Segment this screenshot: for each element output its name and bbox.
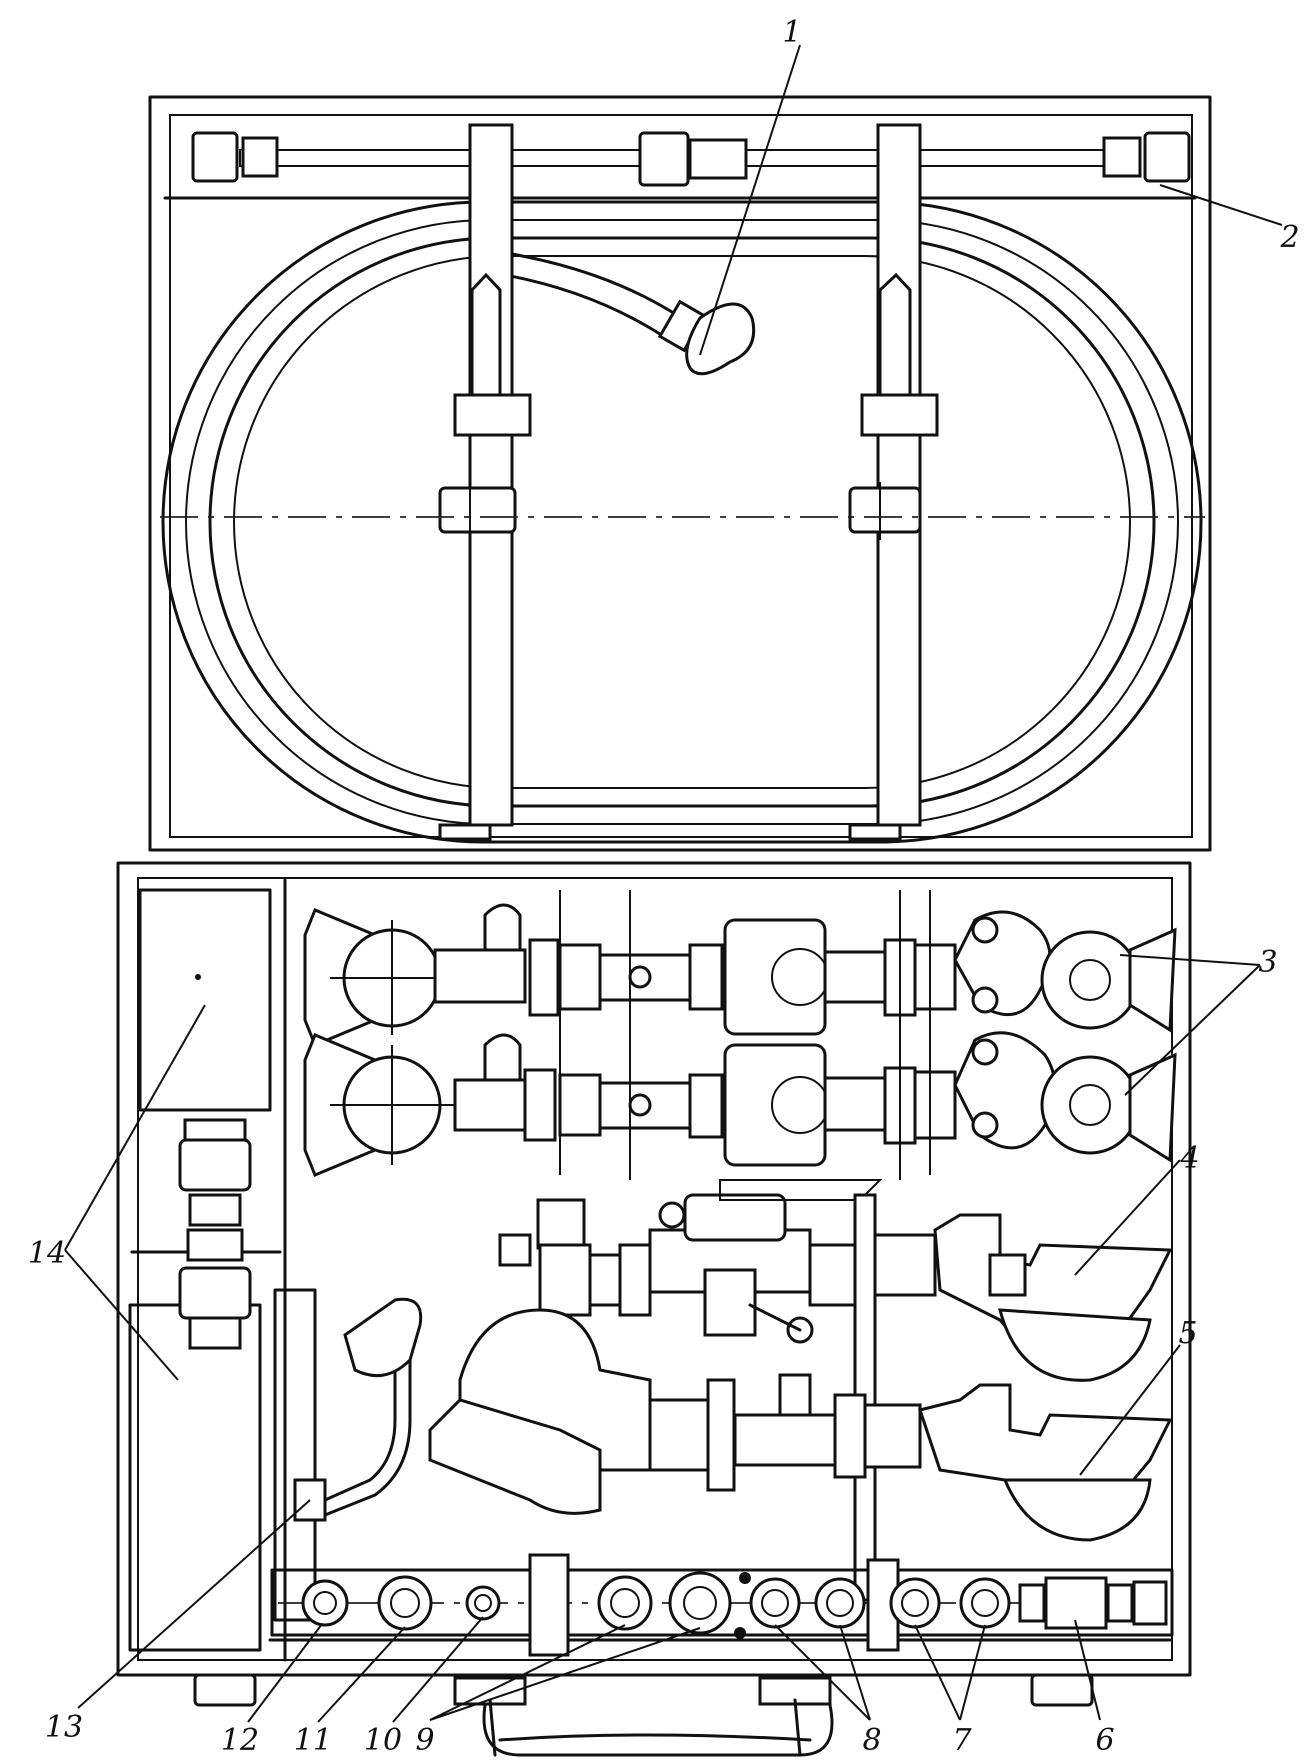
top-rod [191,131,1191,187]
valve-assembly-5 [428,1308,1173,1542]
leader-13 [77,1499,311,1709]
leader-14b [64,1249,179,1381]
callout-6: 6 [1095,1723,1114,1758]
callout-13: 13 [45,1710,83,1745]
leader-9b [429,1627,701,1721]
leader-11 [317,1626,406,1723]
coiled-hose [161,200,1203,844]
leader-3b [1124,964,1261,1096]
leader-6 [1074,1619,1101,1721]
leader-12 [247,1623,323,1723]
callout-7: 7 [952,1723,972,1758]
leader-8b [839,1624,871,1721]
carry-handle [453,1676,834,1757]
leader-lines [64,44,1283,1723]
case-lid [148,95,1212,852]
callout-12: 12 [221,1723,259,1758]
callout-2: 2 [1279,220,1299,255]
leader-4 [1074,1159,1181,1276]
callout-11: 11 [294,1723,332,1758]
leader-1 [699,44,801,356]
left-compartments [128,888,282,1652]
leader-8a [774,1624,871,1721]
callout-14: 14 [28,1236,66,1271]
lid-straps [438,123,939,841]
leader-5 [1079,1344,1181,1476]
callout-labels: 1 2 3 4 5 6 7 8 9 10 11 12 13 14 [28,15,1300,1758]
leader-9a [429,1624,626,1721]
valve-assembly-4 [498,1179,1173,1602]
callout-10: 10 [364,1723,402,1758]
leader-2 [1159,184,1283,226]
valve-assembly-row-1 [303,903,1177,1047]
callout-5: 5 [1178,1316,1197,1351]
leader-7b [959,1624,986,1721]
hose-coupling [498,250,756,376]
callout-8: 8 [862,1723,881,1758]
leader-7a [914,1624,961,1721]
callout-3: 3 [1258,945,1277,980]
callout-1: 1 [782,15,801,50]
callout-9: 9 [415,1723,434,1758]
valve-assembly-row-2 [303,890,1177,1180]
case-base [116,861,1192,1707]
leader-10 [392,1616,484,1723]
leader-3a [1119,954,1261,966]
callout-4: 4 [1179,1141,1199,1176]
leader-14a [64,1004,206,1251]
